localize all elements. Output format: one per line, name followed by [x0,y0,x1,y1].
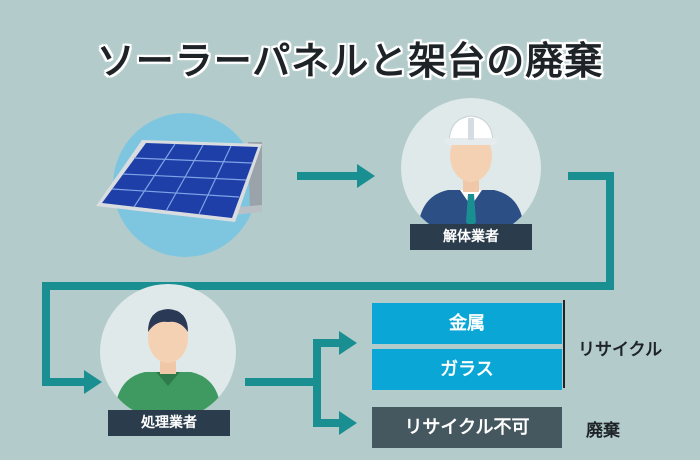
recycle-label: リサイクル [578,340,663,360]
disposal-label: 廃棄 [586,421,620,441]
processor-worker-icon [100,284,236,420]
arrow-branch [245,331,357,435]
metal-box: 金属 [372,303,562,344]
glass-box: ガラス [372,349,562,390]
arrow-to-processor [42,172,614,394]
processor-label: 処理業者 [108,410,230,436]
arrow-to-dismantler [297,164,375,188]
page-title: ソーラーパネルと架台の廃棄 [96,39,604,83]
solar-panel-icon [96,113,262,257]
dismantler-label: 解体業者 [410,224,532,250]
non-recyclable-box: リサイクル不可 [372,407,562,448]
dismantler-worker-icon [401,98,541,238]
recycle-bracket [563,300,565,388]
